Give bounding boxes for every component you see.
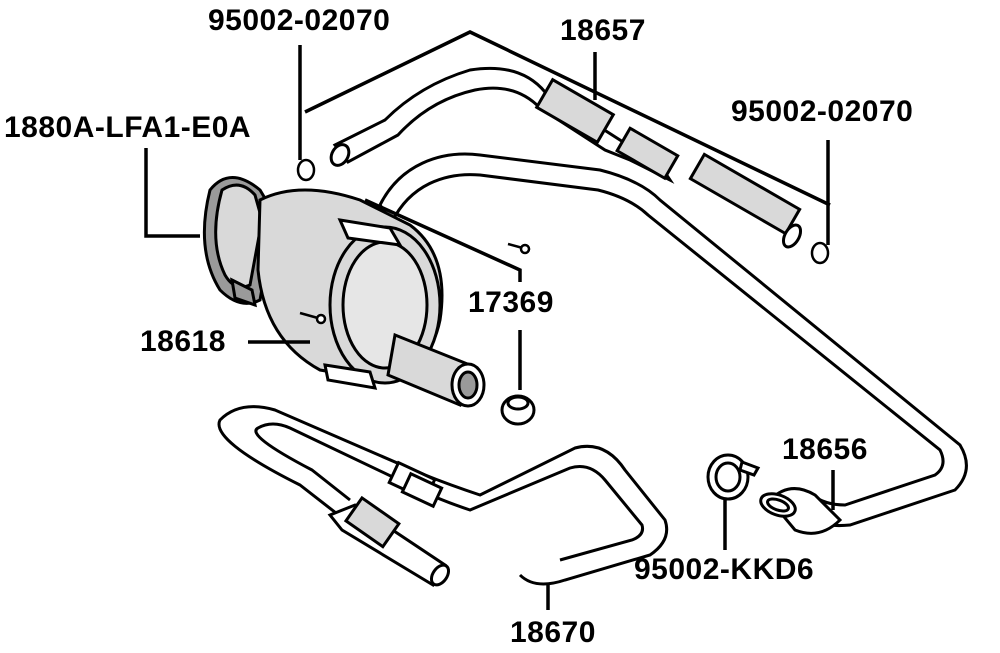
- leader-lines: [144, 30, 835, 610]
- part-label-hose-clamp-right: 95002-02070: [731, 95, 914, 128]
- spring-clip: [500, 394, 536, 426]
- clamp-kkd6: [706, 453, 761, 501]
- canister: [202, 176, 486, 408]
- part-label-clamp-kkd6: 95002-KKD6: [634, 553, 815, 586]
- screw-lower: [299, 311, 327, 325]
- hose-18656-end: [759, 487, 843, 535]
- part-label-bracket: 18618: [140, 325, 226, 358]
- clamp-ring-right: [810, 241, 830, 265]
- hose-18656: [378, 152, 968, 527]
- hose-18670-end: [327, 495, 451, 588]
- part-label-screw: 17369: [468, 286, 554, 319]
- part-label-hose-clamp-left: 95002-02070: [208, 4, 391, 37]
- part-label-hose-right: 18656: [782, 433, 868, 466]
- screw-upper: [507, 242, 531, 255]
- hose-18670: [217, 405, 669, 586]
- part-label-hose-bottom: 18670: [510, 616, 596, 649]
- part-label-hose-top: 18657: [560, 14, 646, 47]
- hose-18657: [329, 66, 803, 249]
- clamp-ring-left: [296, 158, 316, 182]
- part-label-canister: 1880A-LFA1-E0A: [4, 111, 252, 144]
